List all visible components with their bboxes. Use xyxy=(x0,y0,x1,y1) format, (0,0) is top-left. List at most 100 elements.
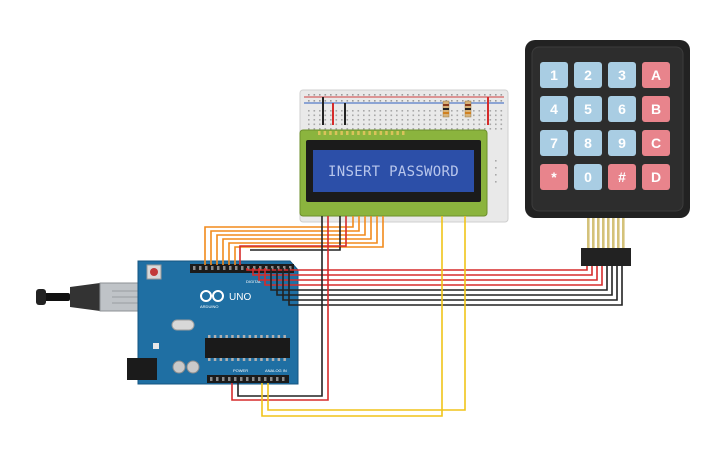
breadboard-hole xyxy=(379,110,382,112)
keypad-key-face[interactable] xyxy=(574,130,602,156)
keypad-key-face[interactable] xyxy=(540,96,568,122)
breadboard-hole xyxy=(324,114,327,117)
breadboard-hole xyxy=(324,100,327,102)
keypad-key[interactable]: A xyxy=(642,62,670,88)
orange-wire xyxy=(222,216,372,265)
keypad-key-face[interactable] xyxy=(608,96,636,122)
keypad-key-label: B xyxy=(651,101,661,117)
ribbon-strand xyxy=(617,218,620,248)
keypad-key[interactable]: D xyxy=(642,164,670,190)
keypad-key[interactable]: 7 xyxy=(540,130,568,156)
keypad-key-label: 2 xyxy=(584,67,592,83)
breadboard-hole xyxy=(363,114,365,117)
breadboard-hole xyxy=(440,123,442,126)
breadboard-hole xyxy=(335,114,338,117)
keypad-key[interactable]: 3 xyxy=(608,62,636,88)
ribbon-strand xyxy=(607,218,610,248)
atmega-chip xyxy=(205,338,290,358)
keypad-key-face[interactable] xyxy=(642,130,670,156)
breadboard-hole xyxy=(352,94,354,96)
breadboard-hole xyxy=(473,94,475,96)
keypad-key[interactable]: # xyxy=(608,164,636,190)
breadboard-hole xyxy=(462,100,464,102)
breadboard-hole xyxy=(423,123,426,126)
keypad-key-face[interactable] xyxy=(642,62,670,88)
breadboard-hole xyxy=(341,110,343,112)
breadboard-hole xyxy=(478,114,481,117)
breadboard-hole xyxy=(368,119,371,121)
breadboard-hole xyxy=(484,100,486,102)
breadboard-hole xyxy=(346,128,349,130)
keypad-key-label: 5 xyxy=(584,101,592,117)
keypad-key-face[interactable] xyxy=(540,164,568,190)
breadboard-hole xyxy=(500,128,503,130)
breadboard-hole xyxy=(313,110,316,112)
breadboard-hole xyxy=(456,123,459,126)
lcd-pin xyxy=(329,131,332,135)
breadboard-hole xyxy=(396,123,398,126)
keypad-key-face[interactable] xyxy=(574,96,602,122)
power-pin xyxy=(270,377,273,381)
keypad-key[interactable]: 5 xyxy=(574,96,602,122)
keypad-key-face[interactable] xyxy=(574,62,602,88)
keypad-key-face[interactable] xyxy=(608,62,636,88)
breadboard-hole xyxy=(308,123,310,126)
breadboard-hole xyxy=(484,128,486,130)
breadboard-hole xyxy=(462,128,464,130)
digital-pin xyxy=(199,266,202,270)
power-jack xyxy=(127,358,157,380)
breadboard-hole xyxy=(451,123,453,126)
breadboard-hole xyxy=(456,100,459,102)
keypad-key-label: # xyxy=(618,169,626,185)
breadboard-hole xyxy=(418,114,420,117)
power-pin xyxy=(246,377,249,381)
chip-pin xyxy=(208,335,211,338)
keypad-key-face[interactable] xyxy=(608,130,636,156)
chip-pin xyxy=(254,358,257,361)
keypad-key[interactable]: 2 xyxy=(574,62,602,88)
keypad-key-label: A xyxy=(651,67,661,83)
breadboard-hole xyxy=(385,128,387,130)
breadboard-hole xyxy=(495,100,497,102)
breadboard-hole xyxy=(357,119,360,121)
keypad-key[interactable]: C xyxy=(642,130,670,156)
breadboard-hole xyxy=(379,128,382,130)
breadboard-hole xyxy=(374,119,376,121)
keypad-key[interactable]: 0 xyxy=(574,164,602,190)
keypad-key[interactable]: 4 xyxy=(540,96,568,122)
lcd-pin xyxy=(362,131,366,135)
keypad-key-label: 7 xyxy=(550,135,558,151)
keypad-wires xyxy=(246,266,623,306)
chip-pin xyxy=(260,335,263,338)
breadboard-hole xyxy=(379,94,382,96)
keypad-key[interactable]: 1 xyxy=(540,62,568,88)
breadboard-hole xyxy=(379,114,382,117)
breadboard-hole xyxy=(473,123,475,126)
keypad-key-label: 3 xyxy=(618,67,626,83)
keypad-key-face[interactable] xyxy=(574,164,602,190)
breadboard-hole xyxy=(418,123,420,126)
breadboard-hole xyxy=(346,123,349,126)
breadboard-hole xyxy=(357,114,360,117)
breadboard-hole xyxy=(390,110,393,112)
keypad-key[interactable]: 6 xyxy=(608,96,636,122)
breadboard-hole xyxy=(313,123,316,126)
chip-pin xyxy=(208,358,211,361)
keypad-key-face[interactable] xyxy=(540,130,568,156)
lcd-pin xyxy=(390,131,394,135)
keypad-key[interactable]: B xyxy=(642,96,670,122)
keypad-key-face[interactable] xyxy=(642,96,670,122)
keypad-key[interactable]: * xyxy=(540,164,568,190)
keypad-key-face[interactable] xyxy=(540,62,568,88)
breadboard-hole xyxy=(451,119,453,121)
keypad-key-face[interactable] xyxy=(642,164,670,190)
keypad-wire xyxy=(270,266,608,291)
breadboard-hole xyxy=(434,110,437,112)
usb-plug-tip xyxy=(40,293,70,301)
breadboard-hole xyxy=(478,94,481,96)
keypad-key-face[interactable] xyxy=(608,164,636,190)
keypad-key[interactable]: 9 xyxy=(608,130,636,156)
breadboard-hole xyxy=(308,114,310,117)
capacitor xyxy=(186,360,200,374)
keypad-key[interactable]: 8 xyxy=(574,130,602,156)
